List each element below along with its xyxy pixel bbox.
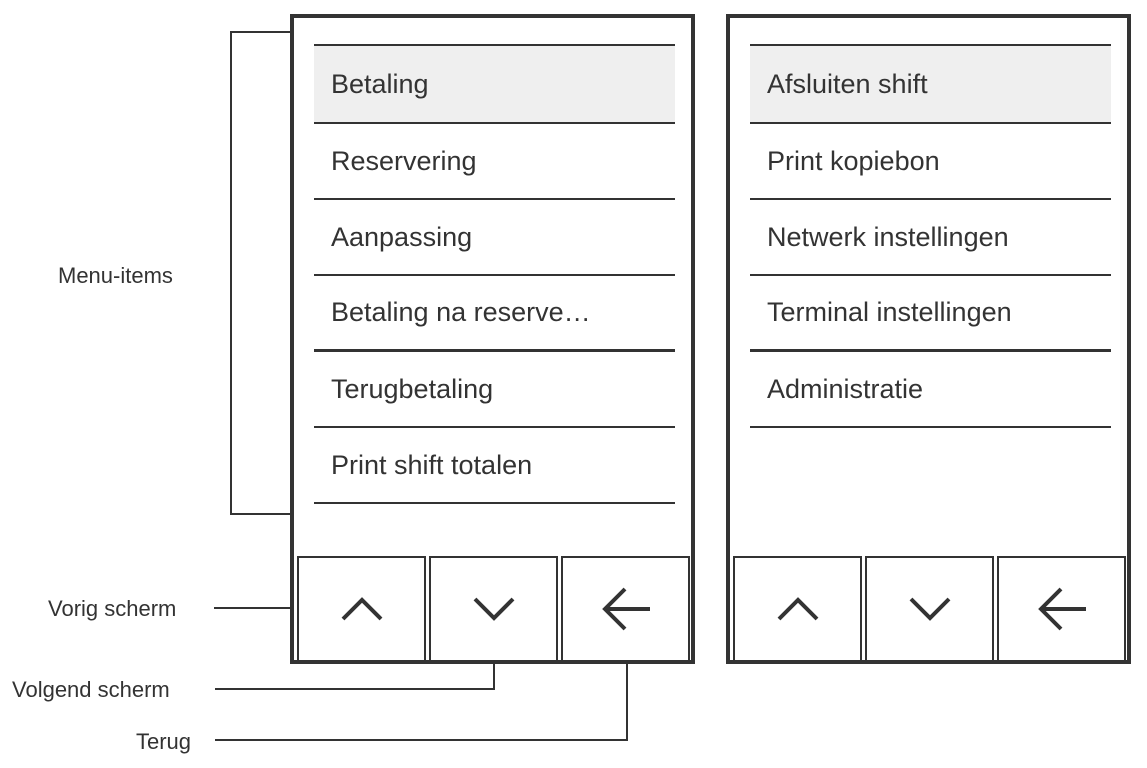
terminal-screen-1: Betaling Reservering Aanpassing Betaling… [290,14,695,664]
previous-screen-button[interactable] [297,556,426,662]
menu-item-aanpassing[interactable]: Aanpassing [314,200,675,276]
next-screen-callout-label: Volgend scherm [12,677,170,702]
previous-screen-button[interactable] [733,556,862,662]
menu-item-terminal-instellingen[interactable]: Terminal instellingen [750,276,1111,352]
menu-item-netwerk-instellingen[interactable]: Netwerk instellingen [750,200,1111,276]
menu-item-administratie[interactable]: Administratie [750,352,1111,428]
arrow-left-icon [1037,587,1086,631]
menu-list: Afsluiten shift Print kopiebon Netwerk i… [750,44,1111,428]
back-leader-vertical [626,664,628,741]
next-screen-button[interactable] [429,556,558,662]
menu-items-bracket-bottom [230,513,292,515]
menu-item-reservering[interactable]: Reservering [314,124,675,200]
menu-item-terugbetaling[interactable]: Terugbetaling [314,352,675,428]
terminal-screen-2: Afsluiten shift Print kopiebon Netwerk i… [726,14,1131,664]
menu-list: Betaling Reservering Aanpassing Betaling… [314,44,675,504]
chevron-down-icon [909,597,950,621]
previous-screen-leader [214,607,292,609]
menu-items-bracket-top [230,31,292,33]
navigation-bar [297,556,690,662]
menu-item-print-kopiebon[interactable]: Print kopiebon [750,124,1111,200]
chevron-up-icon [341,597,382,621]
next-screen-leader-vertical [493,664,495,690]
menu-item-afsluiten-shift[interactable]: Afsluiten shift [750,46,1111,124]
next-screen-button[interactable] [865,556,994,662]
back-callout-label: Terug [136,729,192,754]
back-button[interactable] [997,556,1126,662]
back-button[interactable] [561,556,690,662]
menu-items-bracket-vertical [230,31,232,515]
navigation-bar [733,556,1126,662]
arrow-left-icon [601,587,650,631]
menu-items-callout-label: Menu-items [58,263,173,288]
menu-item-print-shift-totalen[interactable]: Print shift totalen [314,428,675,504]
chevron-down-icon [473,597,514,621]
menu-item-betaling-na-reservering[interactable]: Betaling na reserve… [314,276,675,352]
menu-item-betaling[interactable]: Betaling [314,46,675,124]
chevron-up-icon [777,597,818,621]
next-screen-leader-horizontal [215,688,495,690]
back-leader-horizontal [215,739,628,741]
previous-screen-callout-label: Vorig scherm [48,596,177,621]
